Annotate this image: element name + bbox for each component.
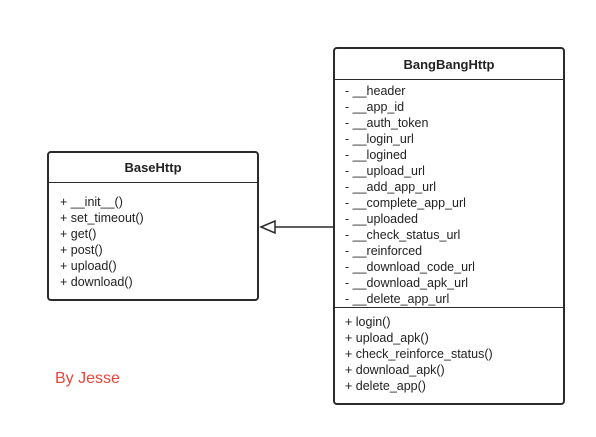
method-item: + upload_apk() [345,331,429,345]
field-item: - __add_app_url [345,180,437,194]
methods-section-bangbanghttp: + login() + upload_apk() + check_reinforce… [335,308,563,394]
method-item: + post() [60,243,103,257]
class-name-bangbanghttp: BangBangHttp [335,49,563,80]
field-item: - __complete_app_url [345,196,466,210]
class-box-basehttp: BaseHttp + __init__() + set_timeout() + ge… [47,151,259,301]
field-item: - __app_id [345,100,405,114]
method-item: + set_timeout() [60,211,144,225]
field-item: - __download_apk_url [345,276,469,290]
field-item: - __logined [345,148,407,162]
field-item: - __header [345,84,406,98]
methods-section-basehttp: + __init__() + set_timeout() + get() + post… [49,183,257,290]
field-item: - __delete_app_url [345,292,450,306]
field-item: - __upload_url [345,164,425,178]
method-item: + login() [345,315,391,329]
field-item: - __login_url [345,132,414,146]
field-item: - __uploaded [345,212,418,226]
method-item: + __init__() [60,195,123,209]
field-item: - __auth_token [345,116,429,130]
field-item: - __check_status_url [345,228,461,242]
class-box-bangbanghttp: BangBangHttp - __header - __app_id - __aut… [333,47,565,405]
method-item: + download() [60,275,133,289]
method-item: + upload() [60,259,117,273]
inheritance-arrowhead [259,219,276,235]
method-item: + check_reinforce_status() [345,347,493,361]
field-item: - __reinforced [345,244,423,258]
fields-section-bangbanghttp: - __header - __app_id - __auth_token - __lo… [335,80,563,308]
author-annotation: By Jesse [55,370,120,387]
method-item: + delete_app() [345,379,426,393]
method-item: + get() [60,227,97,241]
method-item: + download_apk() [345,363,445,377]
class-name-basehttp: BaseHttp [49,153,257,183]
field-item: - __download_code_url [345,260,475,274]
